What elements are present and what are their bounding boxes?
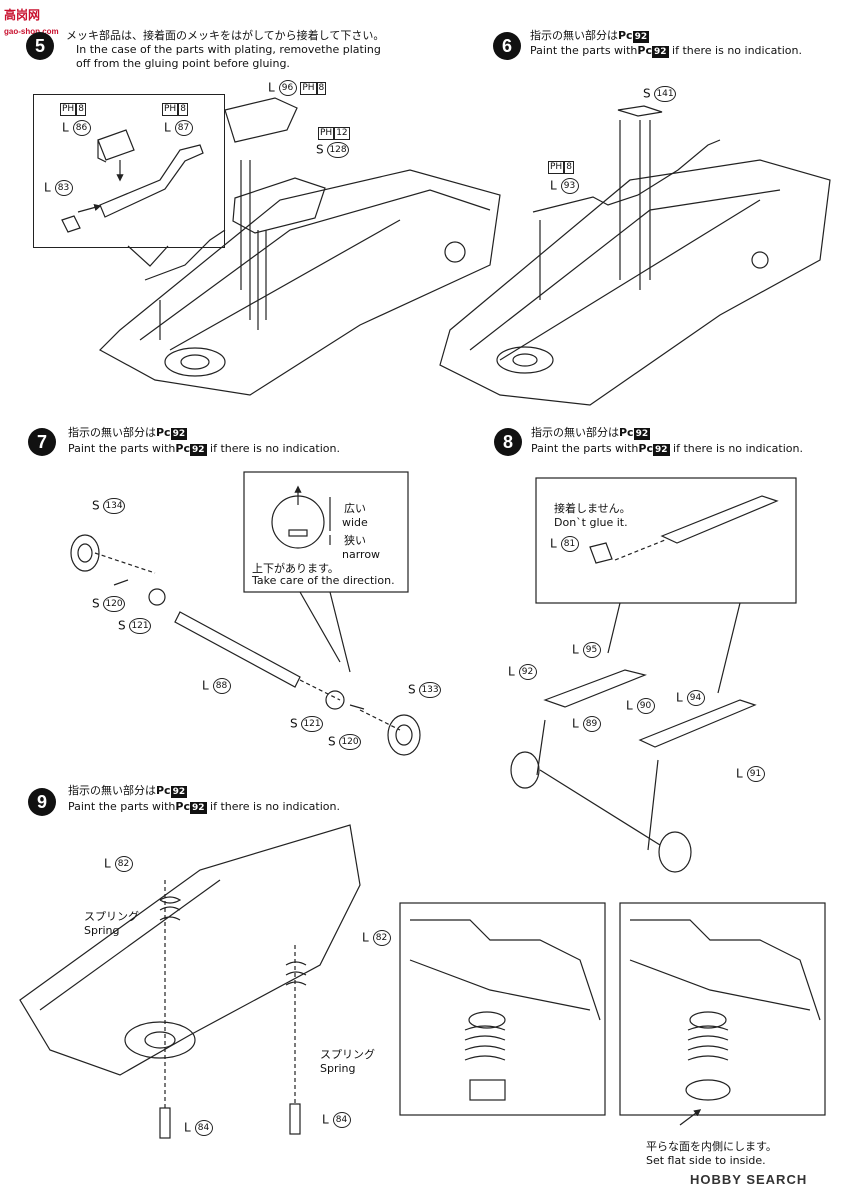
part-84-drawing-left <box>159 1107 171 1139</box>
step-9-number: 9 <box>28 788 56 816</box>
part-89-label: L 89 <box>572 716 601 732</box>
hobby-search-logo: HOBBY SEARCH <box>690 1172 808 1187</box>
step-9-detail-panel-1 <box>399 902 606 1116</box>
direction-note-jp: 上下があります。 <box>252 562 339 575</box>
spring-detail-1 <box>464 1025 506 1061</box>
part-86-label: L 86 <box>62 120 91 136</box>
part-93-drawing <box>532 139 721 213</box>
part-120-left-label: S 120 <box>92 596 125 612</box>
part-90-label: L 90 <box>626 698 655 714</box>
part-83-label: L 83 <box>44 180 73 196</box>
part-95-drawing <box>543 669 647 708</box>
part-121-drawing-right <box>325 690 345 710</box>
watermark-url: gao-shop.com <box>4 27 59 36</box>
spring-label-right: Spring <box>320 1062 356 1075</box>
direction-narrow: narrow <box>342 548 381 561</box>
part-82-right-label: L 82 <box>362 930 391 946</box>
spring-detail-2 <box>687 1025 729 1061</box>
spring-label-left-jp: スプリング <box>84 910 139 923</box>
direction-wide: wide <box>342 516 368 529</box>
step-5-instruction-en-1: In the case of the parts with plating, r… <box>76 43 381 56</box>
part-121-left-label: S 121 <box>118 618 151 634</box>
direction-note: Take care of the direction. <box>252 574 395 587</box>
part-84-drawing-right <box>289 1103 301 1135</box>
part-134-drawing <box>70 534 100 572</box>
watermark-logo: 高岗网 <box>4 8 41 22</box>
part-86-drawing <box>97 129 135 163</box>
flat-side-note: Set flat side to inside. <box>646 1154 766 1167</box>
step-7-number: 7 <box>28 428 56 456</box>
step-6-number: 6 <box>493 32 521 60</box>
part-87-label: L 87 <box>164 120 193 136</box>
part-128-label: S 128 <box>316 142 349 158</box>
step-6-chassis-drawing <box>439 159 831 406</box>
part-141-label: S 141 <box>643 86 676 102</box>
step-5-instruction-en-2: off from the gluing point before gluing. <box>76 57 290 70</box>
part-133-label: S 133 <box>408 682 441 698</box>
spring-drawing-right <box>285 961 307 986</box>
flat-side-note-jp: 平らな面を内側にします。 <box>646 1140 777 1153</box>
part-88-label: L 88 <box>202 678 231 694</box>
spring-drawing-left <box>159 896 182 921</box>
step-9-detail-panel-2 <box>619 902 826 1116</box>
step-5-number: 5 <box>26 32 54 60</box>
no-glue-note-jp: 接着しません。 <box>554 502 631 515</box>
step-7-direction-note-box <box>243 471 409 593</box>
part-133-drawing <box>387 714 421 756</box>
part-81-arm-drawing <box>660 495 779 544</box>
part-96-drawing <box>224 97 298 143</box>
step-5-instruction-jp: メッキ部品は、接着面のメッキをはがしてから接着して下さい。 <box>66 29 385 42</box>
part-92-label: L 92 <box>508 664 537 680</box>
part-81-label: L 81 <box>550 536 579 552</box>
direction-wide-jp: 広い <box>344 502 366 515</box>
part-81-drawing <box>589 542 613 564</box>
part-91-label: L 91 <box>736 766 765 782</box>
part-120-drawing-right <box>349 704 365 710</box>
no-glue-note: Don`t glue it. <box>554 516 628 529</box>
site-watermark: 高岗网 gao-shop.com <box>4 6 59 37</box>
part-83-drawing <box>61 215 81 233</box>
step-9-chassis-drawing <box>19 824 361 1076</box>
part-95-label: L 95 <box>572 642 601 658</box>
part-121-right-label: S 121 <box>290 716 323 732</box>
part-94-label: L 94 <box>676 690 705 706</box>
step-8-wheel-right <box>658 831 692 873</box>
step-8-detail-box <box>535 477 797 604</box>
part-84-left-label: L 84 <box>184 1120 213 1136</box>
part-82-top-label: L 82 <box>104 856 133 872</box>
part-120-drawing-left <box>113 579 129 586</box>
step-5-chassis-drawing <box>99 169 501 396</box>
part-121-drawing-left <box>148 588 166 606</box>
part-120-right-label: S 120 <box>328 734 361 750</box>
spring-label-right-jp: スプリング <box>320 1048 375 1061</box>
part-84-right-label: L 84 <box>322 1112 351 1128</box>
direction-narrow-jp: 狭い <box>344 534 366 547</box>
part-141-drawing <box>617 105 663 117</box>
step-5-detail-box <box>33 94 225 248</box>
spring-label-left: Spring <box>84 924 120 937</box>
step-8-axle <box>539 769 661 846</box>
part-87-drawing <box>99 144 204 218</box>
step-8-number: 8 <box>494 428 522 456</box>
part-128-drawing <box>232 177 326 234</box>
part-88-drawing <box>174 611 301 688</box>
part-93-label: L 93 <box>550 178 579 194</box>
part-94-drawing <box>638 699 757 748</box>
step-8-wheel-left <box>510 751 540 789</box>
part-134-label: S 134 <box>92 498 125 514</box>
